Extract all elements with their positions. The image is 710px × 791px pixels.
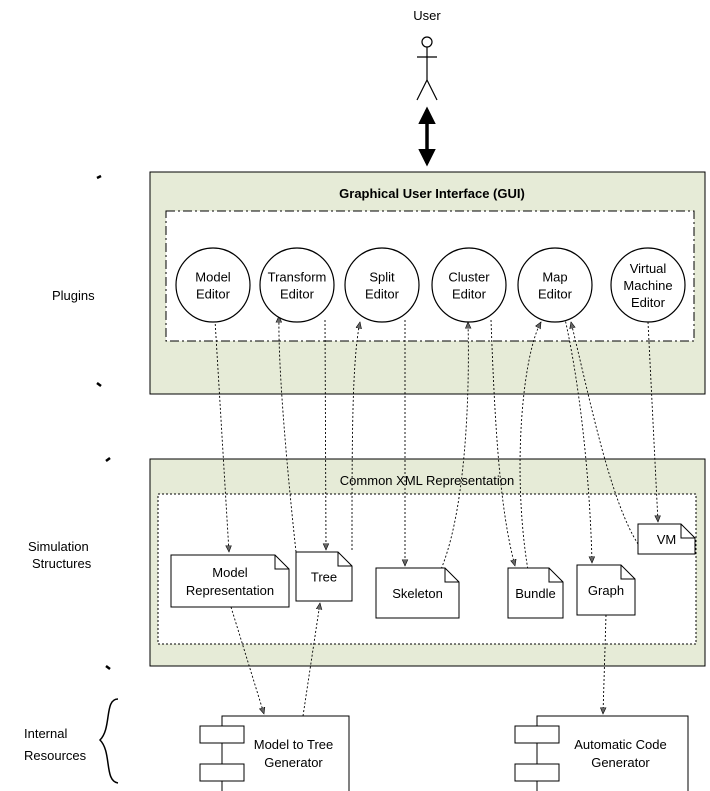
document-fold — [680, 524, 695, 539]
document-skeleton: Skeleton — [375, 567, 460, 619]
document-fold — [337, 552, 352, 567]
editor-label: Machine — [623, 278, 672, 293]
editor-label: Editor — [196, 287, 231, 302]
dependency-arrows — [214, 305, 658, 717]
component-label: Model to Tree — [254, 737, 334, 752]
document-label: Tree — [311, 570, 337, 585]
document-label: Model — [212, 565, 248, 580]
user-label: User — [413, 8, 441, 23]
document-shape — [170, 554, 290, 608]
component-label: Generator — [591, 755, 650, 770]
component-port — [199, 763, 245, 782]
layer-brackets — [96, 174, 111, 670]
document-fold — [444, 568, 459, 583]
editor-label: Cluster — [448, 270, 490, 285]
component-port — [514, 763, 560, 782]
document-label: Representation — [186, 583, 274, 598]
editor-label: Map — [542, 270, 567, 285]
dependency-arrow — [571, 322, 639, 545]
editor-label: Editor — [280, 287, 315, 302]
component-body — [221, 715, 350, 791]
editor-node — [610, 247, 686, 323]
stick-figure-icon — [416, 36, 438, 101]
dependency-arrow — [647, 321, 658, 522]
dependency-arrow — [490, 319, 515, 566]
xml-title: Common XML Representation — [340, 473, 514, 488]
editor-node — [259, 247, 335, 323]
editor-node — [175, 247, 251, 323]
editor-label: Editor — [365, 287, 400, 302]
layer-label-internal-2: Resources — [24, 748, 87, 763]
dependency-arrow — [437, 322, 468, 577]
editor-label: Model — [195, 270, 231, 285]
document-vm-doc: VM — [637, 523, 696, 555]
document-fold — [548, 568, 563, 583]
document-bundle: Bundle — [507, 567, 564, 619]
layer-label-simulation-1: Simulation — [28, 539, 89, 554]
gui-plugin-area — [165, 210, 695, 342]
editor-label: Editor — [538, 287, 573, 302]
editor-label: Editor — [452, 287, 487, 302]
editor-node — [517, 247, 593, 323]
dependency-arrow — [519, 322, 542, 601]
dependency-arrow — [230, 606, 264, 714]
component-port — [514, 725, 560, 744]
document-label: Bundle — [515, 586, 555, 601]
document-shape — [375, 567, 460, 619]
layer-label-simulation-2: Structures — [32, 556, 92, 571]
component-label: Generator — [264, 755, 323, 770]
document-fold — [274, 555, 289, 570]
layer-label-internal-1: Internal — [24, 726, 67, 741]
document-label: VM — [657, 532, 677, 547]
user-actor: User — [413, 8, 441, 101]
component-body — [536, 715, 689, 791]
dependency-arrow — [603, 614, 606, 714]
gui-title: Graphical User Interface (GUI) — [339, 186, 525, 201]
dependency-arrow — [279, 316, 297, 553]
editor-node — [431, 247, 507, 323]
component-port — [199, 725, 245, 744]
layer-label-plugins: Plugins — [52, 288, 95, 303]
editor-label: Transform — [268, 270, 327, 285]
component-label: Automatic Code — [574, 737, 667, 752]
dependency-arrow — [302, 603, 320, 717]
dependency-arrow — [214, 319, 229, 552]
editor-label: Editor — [631, 295, 666, 310]
dependency-arrow — [351, 322, 360, 551]
internal-resources-brace — [98, 698, 119, 784]
document-label: Graph — [588, 583, 624, 598]
editor-label: Split — [369, 270, 395, 285]
document-graph: Graph — [576, 564, 636, 616]
document-label: Skeleton — [392, 586, 443, 601]
plugin-editors: ModelEditorTransformEditorSplitEditorClu… — [175, 247, 686, 323]
document-fold — [620, 565, 635, 580]
editor-label: Virtual — [630, 261, 667, 276]
document-tree: Tree — [295, 551, 353, 602]
editor-node — [344, 247, 420, 323]
